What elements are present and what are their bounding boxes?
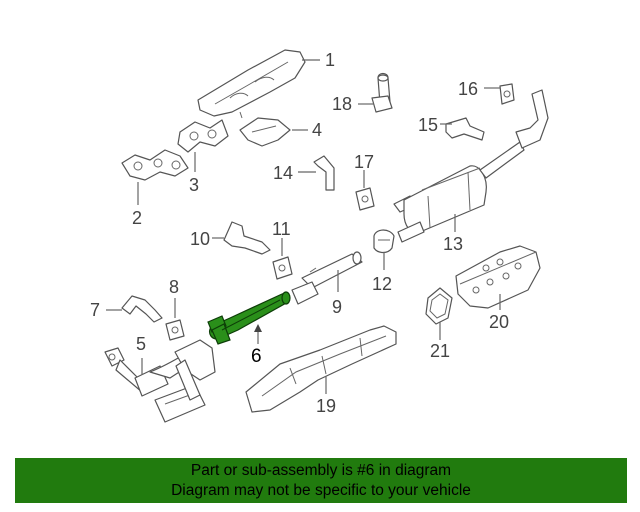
callout-14[interactable]: 14: [273, 163, 293, 183]
part-1-heat-shield[interactable]: [197, 49, 306, 119]
part-14-hanger[interactable]: [313, 155, 335, 191]
callout-16[interactable]: 16: [458, 79, 478, 99]
callout-21[interactable]: 21: [430, 341, 450, 361]
callout-2[interactable]: 2: [132, 208, 142, 228]
callout-20[interactable]: 20: [489, 312, 509, 332]
banner-line-1: Part or sub-assembly is #6 in diagram: [190, 462, 452, 479]
part-12-clamp[interactable]: [373, 229, 395, 254]
callout-5[interactable]: 5: [136, 334, 146, 354]
part-8-insulator[interactable]: [165, 319, 185, 341]
callout-9[interactable]: 9: [332, 297, 342, 317]
part-11-insulator[interactable]: [272, 256, 293, 280]
part-2-manifold-gasket[interactable]: [121, 149, 189, 181]
part-6-intermediate-pipe[interactable]: [207, 291, 291, 345]
callout-19[interactable]: 19: [316, 396, 336, 416]
callout-12[interactable]: 12: [372, 274, 392, 294]
part-4-heat-shield[interactable]: [239, 117, 291, 147]
callout-17[interactable]: 17: [354, 152, 374, 172]
callout-11[interactable]: 11: [272, 219, 291, 239]
callout-1[interactable]: 1: [325, 50, 335, 70]
part-9-pipe[interactable]: [291, 251, 363, 305]
callout-13[interactable]: 13: [443, 234, 463, 254]
part-15-hanger-bracket[interactable]: [445, 117, 485, 141]
part-16-insulator[interactable]: [499, 83, 515, 105]
callout-18[interactable]: 18: [332, 94, 352, 114]
part-3-manifold-gasket[interactable]: [177, 119, 229, 153]
part-7-hanger-bracket[interactable]: [121, 295, 163, 323]
part-19-heat-shield[interactable]: [245, 325, 397, 413]
part-10-hanger-bracket[interactable]: [223, 221, 271, 255]
part-20-converter-shield[interactable]: [455, 245, 541, 309]
part-5-front-pipe-converter[interactable]: [104, 339, 216, 423]
callout-6[interactable]: 6: [251, 346, 262, 367]
callout-15[interactable]: 15: [418, 115, 438, 135]
callout-8[interactable]: 8: [169, 277, 179, 297]
exhaust-parts-diagram: 1 2 3 4 5: [90, 49, 549, 423]
info-banner: Part or sub-assembly is #6 in diagram Di…: [15, 458, 627, 503]
callout-10[interactable]: 10: [190, 229, 210, 249]
part-13-muffler[interactable]: [393, 89, 549, 243]
part-17-insulator[interactable]: [355, 187, 375, 211]
callout-7[interactable]: 7: [90, 300, 100, 320]
callout-4[interactable]: 4: [312, 120, 322, 140]
banner-line-2: Diagram may not be specific to your vehi…: [171, 482, 471, 499]
part-21-gasket[interactable]: [425, 287, 453, 325]
part-18-tail-tip[interactable]: [371, 72, 393, 113]
callout-3[interactable]: 3: [189, 175, 199, 195]
